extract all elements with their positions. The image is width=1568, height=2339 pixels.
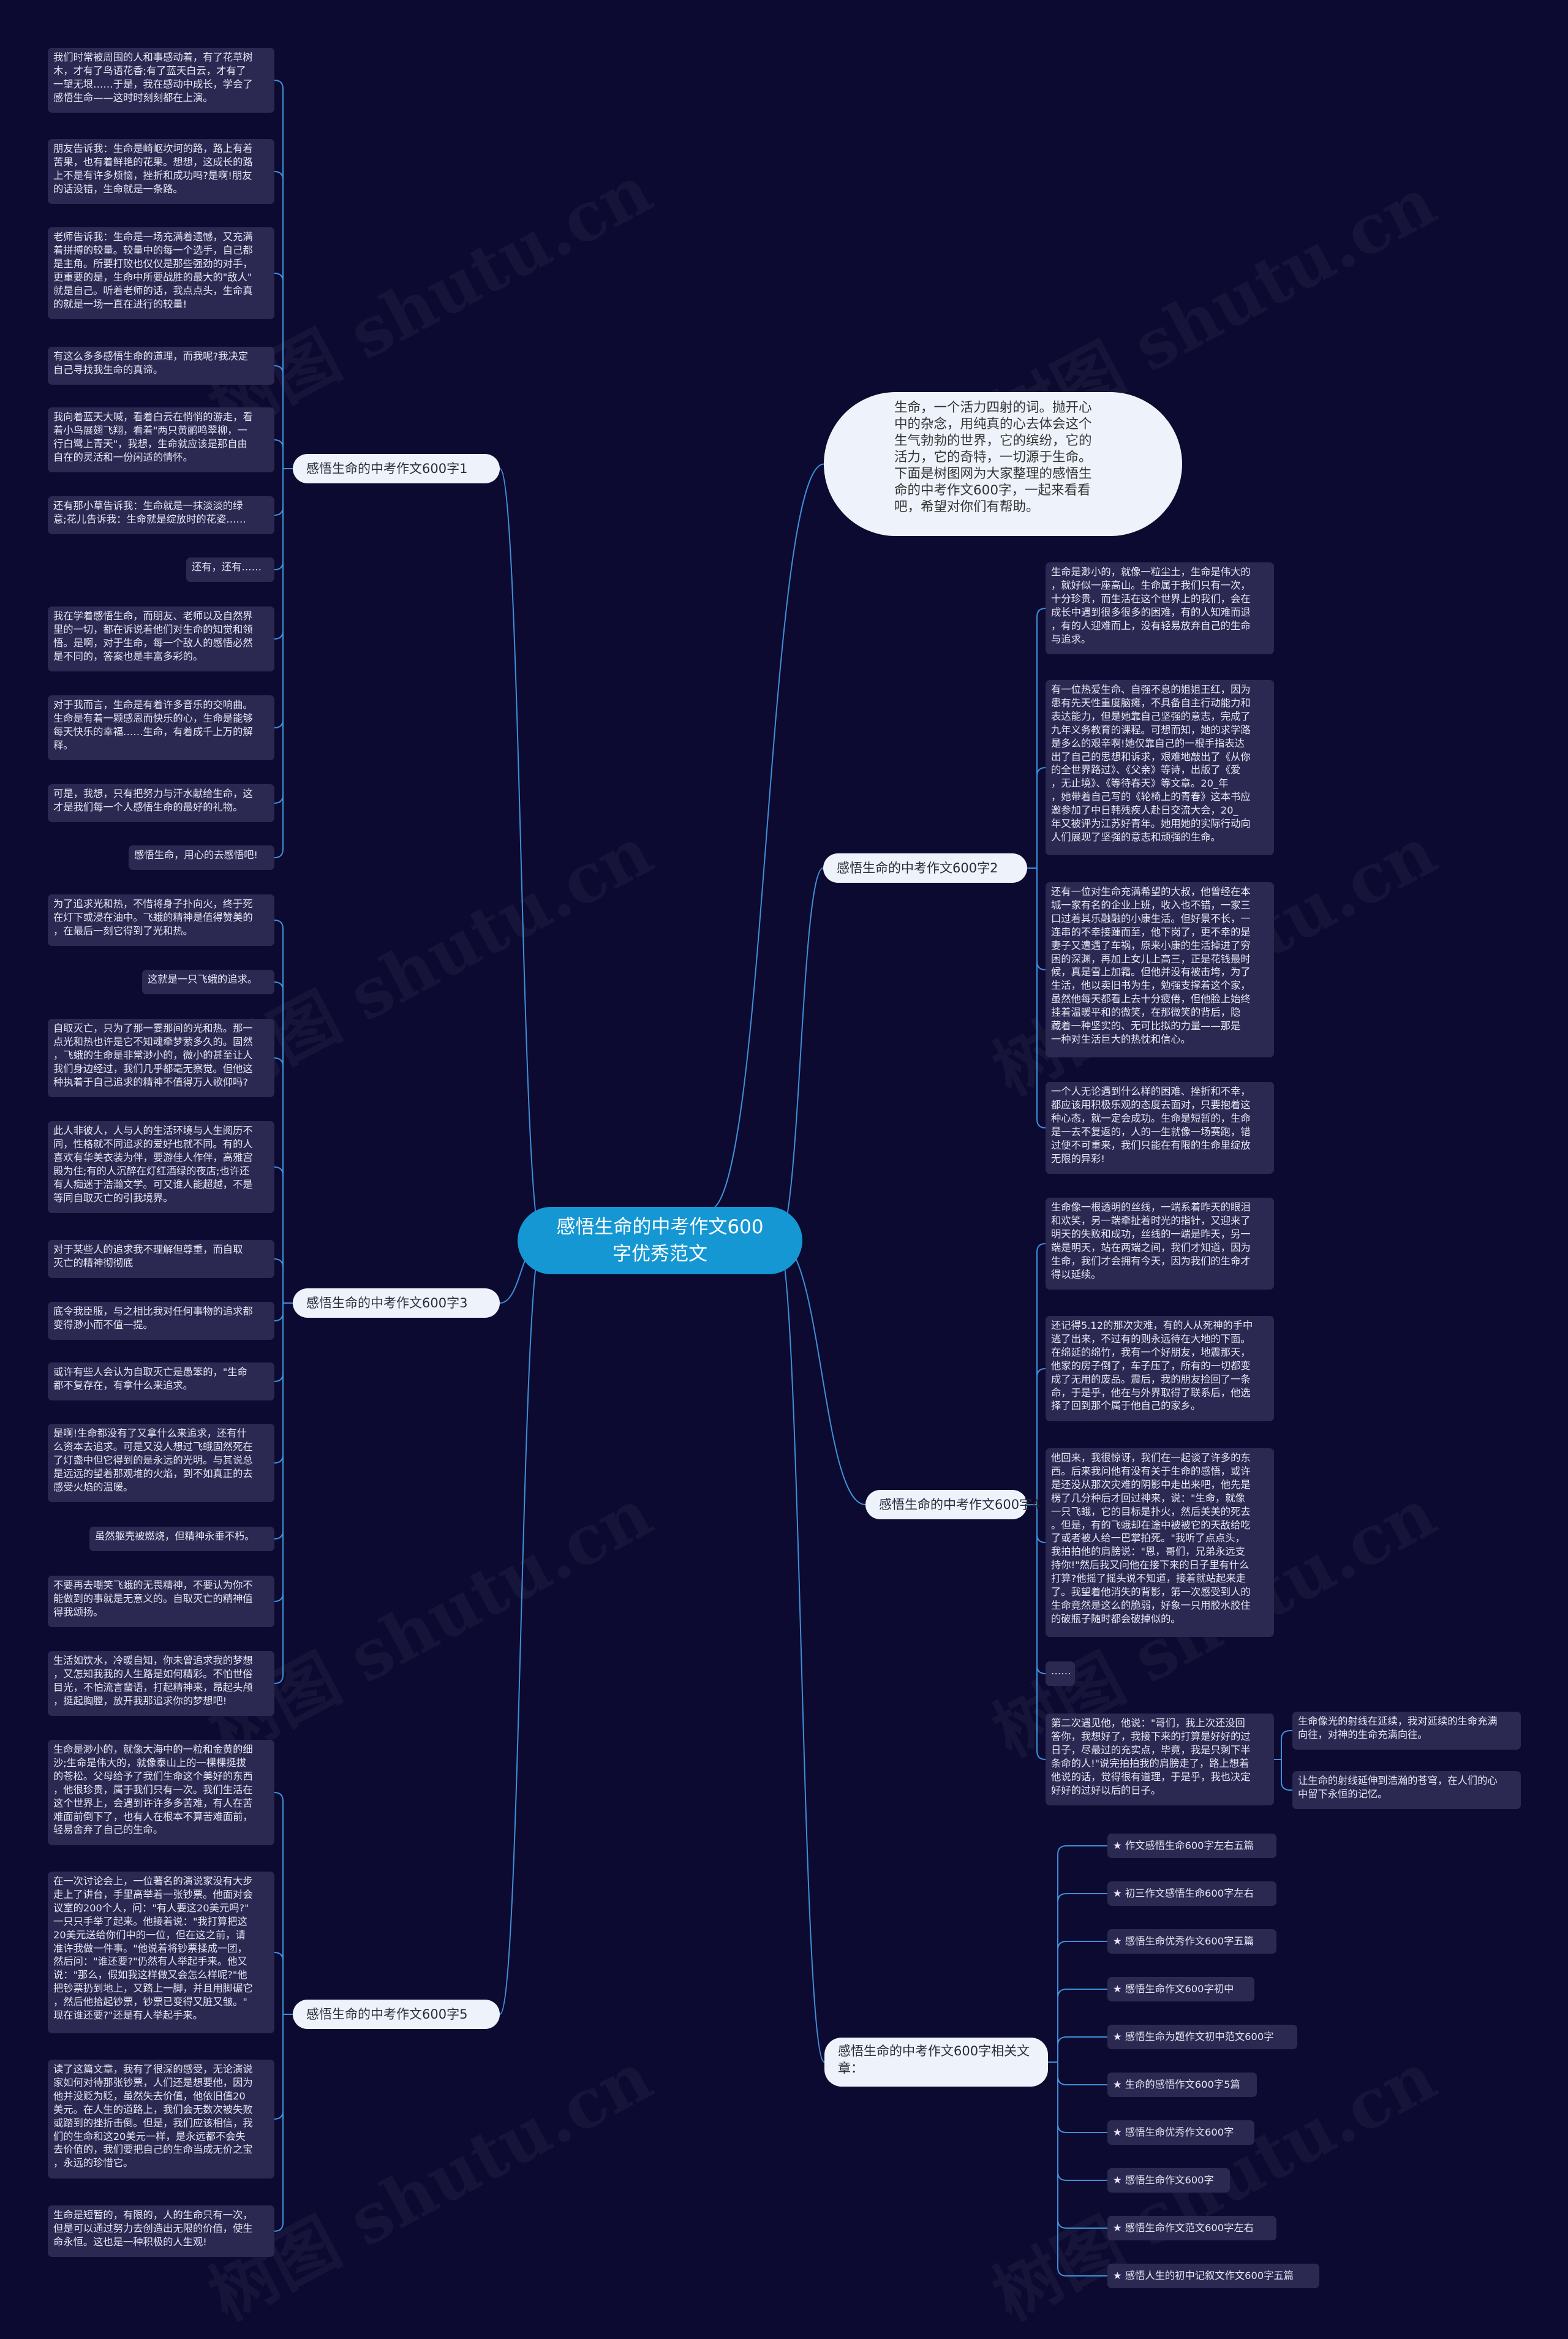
leaf-1-9: 对于我而言，生命是有着许多音乐的交响曲。 生命是有着一颗感恩而快乐的心，生命是能… [48, 695, 274, 760]
edge-related-link-2 [1048, 1893, 1107, 2063]
related-link-2[interactable]: ★ 初三作文感悟生命600字左右 [1107, 1881, 1276, 1906]
leaf-1-11: 感悟生命，用心的去感悟吧! [129, 845, 274, 870]
leaf-1-10: 可是，我想，只有把努力与汗水献给生命，这 才是我们每一个人感悟生命的最好的礼物。 [48, 784, 274, 822]
leaf-1-3: 老师告诉我：生命是一场充满着遗憾，又充满 着拼搏的较量。较量中的每一个选手，自己… [48, 227, 274, 319]
edge-leaf-4-2 [1027, 1368, 1046, 1505]
edge-leaf-3-5 [274, 1258, 293, 1304]
leaf-4-3: 他回来，我很惊讶，我们在一起谈了许多的东 西。后来我问他有没有关于生命的感悟，或… [1046, 1448, 1274, 1637]
related-link-8[interactable]: ★ 感悟生命作文600字 [1107, 2168, 1230, 2193]
edge-center-branch-essay-4 [777, 1240, 866, 1505]
edge-leaf-2-2 [1027, 767, 1046, 869]
leaf-2-2: 有一位热爱生命、自强不息的姐姐王红，因为 患有先天性重度脑瘫，不具备自主行动能力… [1046, 680, 1274, 855]
edge-related-link-5 [1048, 2036, 1107, 2063]
related-link-7[interactable]: ★ 感悟生命优秀作文600字 [1107, 2120, 1254, 2145]
edge-leaf-5-1 [274, 1792, 293, 2015]
edge-leaf-3-4 [274, 1166, 293, 1304]
edge-leaf-3-11 [274, 1302, 293, 1684]
edge-center-branch-essay-5 [499, 1240, 543, 2015]
leaf-1-5: 我向着蓝天大喊，看着白云在悄悄的游走，看 着小鸟展翅飞翔，看着"两只黄鹂鸣翠柳，… [48, 407, 274, 472]
edge-leaf-5-4 [274, 2014, 293, 2232]
edge-leaf-3-2 [274, 981, 293, 1304]
leaf-4-1: 生命像一根透明的丝线，一端系着昨天的眼泪 和欢笑，另一端牵扯着时光的指针，又迎来… [1046, 1198, 1274, 1290]
edge-related-link-9 [1048, 2061, 1107, 2229]
leaf-1-1: 我们时常被周围的人和事感动着，有了花草树 木，才有了鸟语花香;有了蓝天白云，才有… [48, 48, 274, 113]
leaf-3-7: 或许有些人会认为自取灭亡是愚笨的，"生命 都不复存在，有拿什么来追求。 [48, 1362, 274, 1400]
leaf-4-5-2: 让生命的射线延伸到浩瀚的苍穹，在人们的心 中留下永恒的记忆。 [1292, 1771, 1521, 1809]
edge-leaf-3-1 [274, 920, 293, 1304]
edge-related-link-1 [1048, 1845, 1107, 2063]
related-link-9[interactable]: ★ 感悟生命作文范文600字左右 [1107, 2216, 1276, 2240]
related-link-3[interactable]: ★ 感悟生命优秀作文600字五篇 [1107, 1929, 1276, 1954]
branch-essay-2[interactable]: 感悟生命的中考作文600字2 [823, 853, 1027, 883]
leaf-3-8: 是啊!生命都没有了又拿什么来追求，还有什 么资本去追求。可是又没人想过飞蛾固然死… [48, 1424, 274, 1502]
branch-related-articles[interactable]: 感悟生命的中考作文600字相关文 章： [824, 2038, 1048, 2087]
leaf-5-3: 读了这篇文章，我有了很深的感受，无论演说 家如何对待那张钞票，人们还是想要他，因… [48, 2060, 274, 2178]
related-link-1[interactable]: ★ 作文感悟生命600字左右五篇 [1107, 1834, 1276, 1858]
edge-leaf-1-5 [274, 439, 293, 469]
edge-leaf-1-4 [274, 365, 293, 469]
edge-leaf-3-3 [274, 1057, 293, 1304]
edge-leaf-1-3 [274, 273, 293, 469]
edge-leaf-4-5 [1027, 1504, 1046, 1760]
leaf-1-8: 我在学着感悟生命，而朋友、老师以及自然界 里的一切，都在诉说着他们对生命的知觉和… [48, 606, 274, 671]
branch-essay-5[interactable]: 感悟生命的中考作文600字5 [293, 2000, 500, 2029]
branch-essay-3[interactable]: 感悟生命的中考作文600字3 [293, 1288, 500, 1318]
branch-essay-4[interactable]: 感悟生命的中考作文600字4 [865, 1490, 1040, 1519]
leaf-4-5: 第二次遇见他，他说："哥们，我上次还没回 答你，我想好了，我接下来的打算是好好的… [1046, 1714, 1274, 1805]
edge-leaf-4-5-1 [1274, 1730, 1292, 1760]
edge-related-link-8 [1048, 2061, 1107, 2181]
leaf-5-1: 生命是渺小的，就像大海中的一粒和金黄的细 沙;生命是伟大的，就像泰山上的一棵棵挺… [48, 1740, 274, 1845]
leaf-2-4: 一个人无论遇到什么样的困难、挫折和不幸， 都应该用积极乐观的态度去面对，只要抱着… [1046, 1082, 1274, 1174]
leaf-1-6: 还有那小草告诉我：生命就是一抹淡淡的绿 意;花儿告诉我：生命就是绽放时的花姿…… [48, 496, 274, 534]
edge-center-branch-essay-1 [499, 468, 543, 1241]
edge-leaf-2-4 [1027, 867, 1046, 1128]
related-link-6[interactable]: ★ 生命的感悟作文600字5篇 [1107, 2073, 1257, 2097]
edge-center-branch-related-articles [777, 1240, 825, 2063]
edge-related-link-3 [1048, 1941, 1107, 2063]
edge-related-link-6 [1048, 2061, 1107, 2085]
leaf-3-3: 自取灭亡，只为了那一霎那间的光和热。那一 点光和热也许是它不知魂牵梦萦多久的。固… [48, 1019, 274, 1097]
edge-related-link-4 [1048, 1989, 1107, 2063]
edge-related-link-10 [1048, 2061, 1107, 2277]
related-link-4[interactable]: ★ 感悟生命作文600字初中 [1107, 1977, 1254, 2001]
leaf-1-7: 还有，还有…… [186, 557, 274, 582]
leaf-4-4: …… [1046, 1661, 1075, 1686]
leaf-3-2: 这就是一只飞蛾的追求。 [142, 970, 274, 994]
branch-essay-1[interactable]: 感悟生命的中考作文600字1 [293, 454, 500, 483]
leaf-3-6: 底令我臣服，与之相比我对任何事物的追求都 变得渺小而不值一提。 [48, 1302, 274, 1340]
leaf-2-1: 生命是渺小的，就像一粒尘土，生命是伟大的 ，就好似一座高山。生命属于我们只有一次… [1046, 562, 1274, 654]
edge-leaf-1-2 [274, 171, 293, 469]
leaf-4-5-1: 生命像光的射线在延续，我对延续的生命充满 向往，对神的生命充满向往。 [1292, 1712, 1521, 1750]
leaf-4-2: 还记得5.12的那次灾难，有的人从死神的手中 逃了出来，不过有的则永远待在大地的… [1046, 1316, 1274, 1421]
leaf-3-9: 虽然躯壳被燃烧，但精神永垂不朽。 [89, 1527, 274, 1551]
leaf-3-4: 此人非彼人，人与人的生活环境与人生阅历不 同，性格就不同追求的爱好也就不同。有的… [48, 1121, 274, 1213]
edge-leaf-2-1 [1027, 608, 1046, 869]
leaf-3-10: 不要再去嘲笑飞蛾的无畏精神，不要认为你不 能做到的事就是无意义的。自取灭亡的精神… [48, 1576, 274, 1627]
leaf-5-2: 在一次讨论会上，一位著名的演说家没有大步 走上了讲台，手里高举着一张钞票。他面对… [48, 1872, 274, 2033]
leaf-3-1: 为了追求光和热，不惜将身子扑向火，终于死 在灯下或浸在油中。飞蛾的精神是值得赞美… [48, 894, 274, 946]
edge-leaf-4-5-2 [1274, 1759, 1292, 1791]
edge-leaf-5-2 [274, 1952, 293, 2015]
edge-leaf-4-1 [1027, 1243, 1046, 1505]
leaf-1-4: 有这么多多感悟生命的道理，而我呢?我决定 自己寻找我生命的真谛。 [48, 347, 274, 385]
edge-related-link-7 [1048, 2061, 1107, 2133]
leaf-3-11: 生活如饮水，冷暖自知，你未曾追求我的梦想 ，又怎知我我的人生路是如何精彩。不怕世… [48, 1651, 274, 1716]
edge-leaf-1-11 [274, 468, 293, 858]
intro-bubble[interactable]: 生命，一个活力四射的词。抛开心 中的杂念，用纯真的心去体会这个 生气勃勃的世界，… [824, 392, 1182, 536]
leaf-3-5: 对于某些人的追求我不理解但尊重，而自取 灭亡的精神彻彻底 [48, 1240, 274, 1278]
leaf-2-3: 还有一位对生命充满希望的大叔，他曾经在本 城一家有名的企业上班，收入也不错，一家… [1046, 882, 1274, 1057]
leaf-5-4: 生命是短暂的，有限的，人的生命只有一次， 但是可以通过努力去创造出无限的价值，使… [48, 2205, 274, 2257]
related-link-10[interactable]: ★ 感悟人生的初中记叙文作文600字五篇 [1107, 2264, 1319, 2288]
edge-center-branch-essay-2 [777, 867, 824, 1241]
leaf-1-2: 朋友告诉我：生命是崎岖坎坷的路，路上有着 苦果，也有着鲜艳的花果。想想，这成长的… [48, 139, 274, 204]
edge-center-intro [709, 463, 824, 1211]
edge-leaf-1-1 [274, 80, 293, 469]
related-link-5[interactable]: ★ 感悟生命为题作文初中范文600字 [1107, 2025, 1297, 2049]
central-topic[interactable]: 感悟生命的中考作文600 字优秀范文 [518, 1207, 802, 1274]
